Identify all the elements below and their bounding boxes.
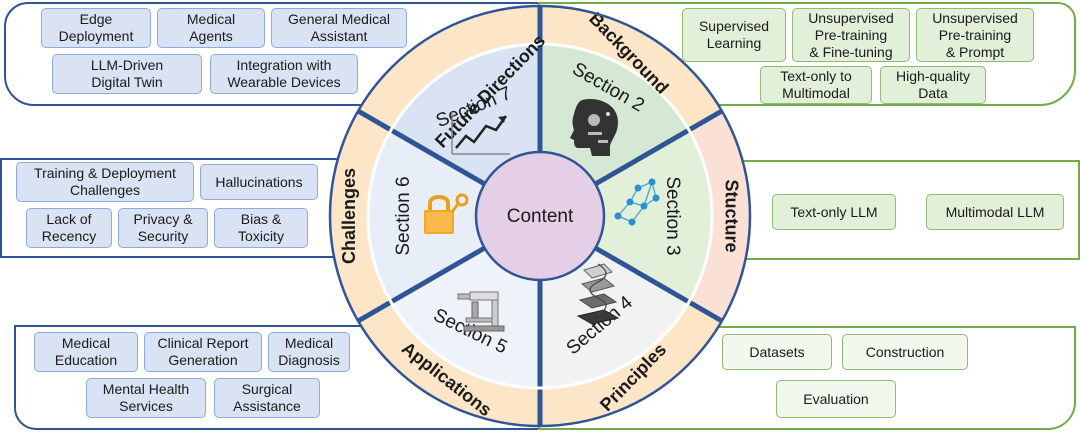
neural-network-icon	[614, 178, 660, 226]
principles-item: Construction	[842, 334, 968, 370]
ring-sector-background	[540, 6, 722, 130]
ring-sector-principles	[540, 302, 722, 426]
applications-item: Medical Education	[34, 332, 138, 372]
background-item: High-quality Data	[880, 66, 986, 104]
ring-sector-future	[358, 6, 540, 130]
sector-divider	[356, 108, 486, 187]
microscope-icon	[457, 291, 505, 332]
background-item: Supervised Learning	[682, 8, 786, 62]
structure-item: Multimodal LLM	[926, 194, 1064, 230]
section-label-structure: Section 3	[662, 176, 683, 255]
ring-label-structure: Stucture	[721, 179, 741, 252]
challenges-item: Bias & Toxicity	[214, 208, 308, 248]
background-item: Text-only to Multimodal	[760, 66, 872, 104]
inner-sector-structure	[595, 130, 712, 302]
future-item: LLM-Driven Digital Twin	[52, 54, 202, 94]
sector-divider	[356, 245, 486, 324]
future-item: Edge Deployment	[41, 8, 151, 48]
wheel-outer-border	[328, 4, 752, 428]
structure-item: Text-only LLM	[772, 194, 896, 230]
future-item: Integration with Wearable Devices	[210, 54, 358, 94]
content-center-circle	[474, 150, 606, 282]
background-item: Unsupervised Pre-training & Prompt	[916, 8, 1034, 62]
layers-icon	[576, 263, 620, 325]
ring-label-challenges: Challenges	[339, 168, 359, 264]
robot-head-icon	[570, 98, 618, 156]
challenges-item: Training & Deployment Challenges	[16, 162, 194, 202]
applications-item: Medical Diagnosis	[268, 332, 350, 372]
background-item: Unsupervised Pre-training & Fine-tuning	[792, 8, 910, 62]
section-label-challenges: Section 6	[393, 176, 414, 255]
challenges-item: Privacy & Security	[118, 208, 208, 248]
challenges-item: Lack of Recency	[26, 208, 112, 248]
trend-chart-icon	[451, 112, 510, 155]
applications-item: Mental Health Services	[86, 378, 206, 418]
principles-item: Datasets	[722, 334, 832, 370]
future-item: General Medical Assistant	[271, 8, 407, 48]
challenges-item: Hallucinations	[200, 164, 318, 200]
center-label: Content	[507, 206, 574, 227]
applications-item: Clinical Report Generation	[144, 332, 262, 372]
padlock-icon	[424, 193, 469, 234]
sector-divider	[594, 108, 724, 187]
sector-divider	[594, 245, 724, 324]
ring-sector-applications	[358, 302, 540, 426]
principles-item: Evaluation	[776, 380, 896, 418]
applications-item: Surgical Assistance	[214, 378, 320, 418]
future-item: Medical Agents	[157, 8, 265, 48]
ring-inner-boundary	[366, 42, 714, 390]
